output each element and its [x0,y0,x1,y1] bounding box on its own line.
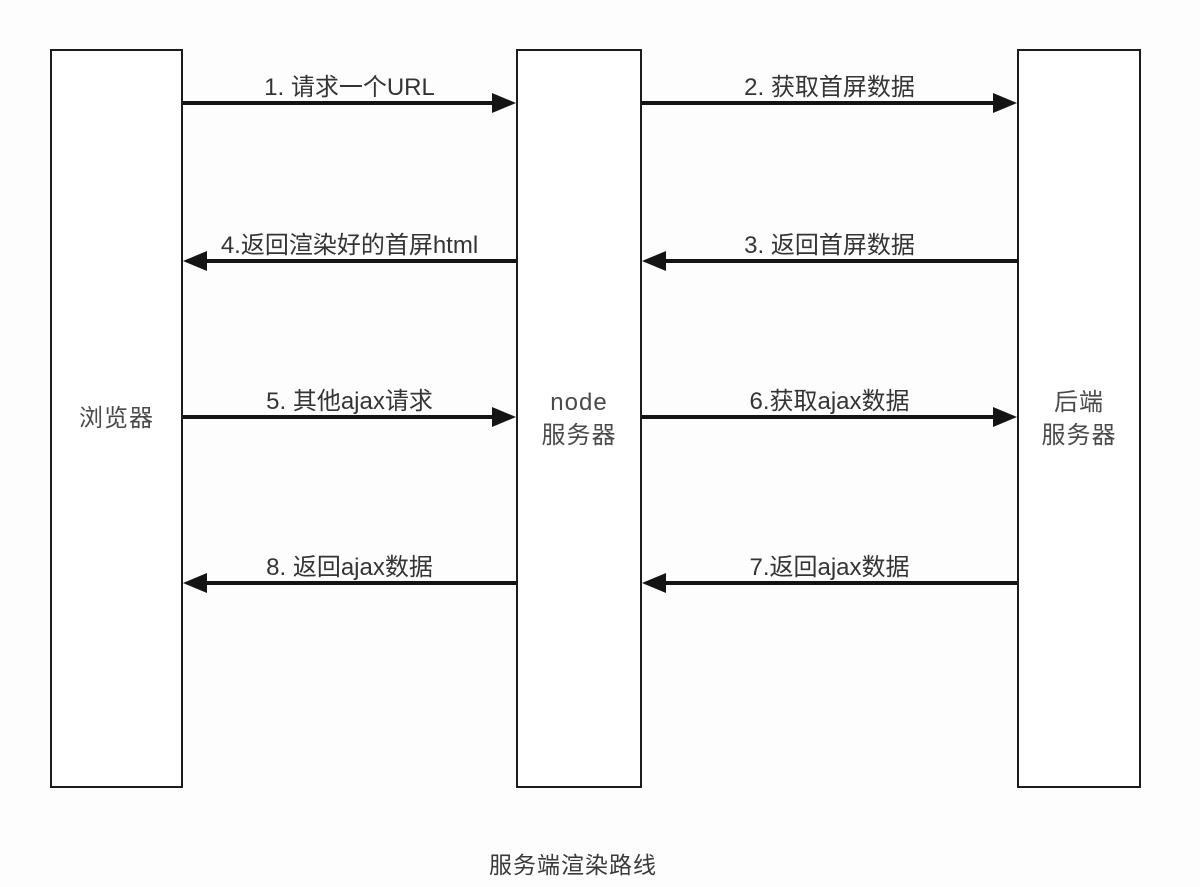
spellcheck-underline: 6. [749,388,770,419]
node-server-label: node 服务器 [542,386,617,452]
arrowhead-right-icon [492,407,516,427]
arrowhead-right-icon [492,93,516,113]
arrow-1-label: 1. 请求一个URL [264,74,435,101]
arrow-4-return-rendered-html: 4.返回渲染好的首屏html [183,211,516,273]
arrow-5-other-ajax-requests: 5. 其他ajax请求 [183,367,516,429]
arrow-8-shaft [201,581,516,585]
arrowhead-left-icon [642,251,666,271]
node-box-browser: 浏览器 [50,49,183,788]
arrow-2-shaft [642,101,999,105]
arrow-7-shaft [660,581,1017,585]
arrow-3-label: 3. 返回首屏数据 [744,232,915,259]
arrow-4-shaft [201,259,516,263]
arrow-4-label: 4.返回渲染好的首屏html [220,232,479,259]
backend-server-label-line1: 后端 [1054,388,1104,416]
arrow-2-fetch-first-screen-data: 2. 获取首屏数据 [642,53,1017,115]
arrow-6-fetch-ajax-data: 6.获取ajax数据 [642,367,1017,429]
arrow-7-return-ajax-data: 7.返回ajax数据 [642,533,1017,595]
node-box-backend-server: 后端 服务器 [1017,49,1141,788]
arrow-8-label: 8. 返回ajax数据 [266,554,433,581]
arrow-5-shaft [183,415,498,419]
node-server-label-line2: 服务器 [541,421,617,449]
diagram-caption: 服务端渲染路线 [489,852,657,878]
arrow-3-return-first-screen-data: 3. 返回首屏数据 [642,211,1017,273]
arrow-1-request-url: 1. 请求一个URL [183,53,516,115]
node-box-node-server: node 服务器 [516,49,642,788]
node-server-label-line1: node [550,388,608,416]
arrow-2-label: 2. 获取首屏数据 [744,74,915,101]
arrowhead-left-icon [183,573,207,593]
arrowhead-left-icon [642,573,666,593]
backend-server-label-line2: 服务器 [1041,421,1117,449]
arrowhead-right-icon [993,407,1017,427]
arrow-5-label: 5. 其他ajax请求 [266,388,433,415]
arrow-3-shaft [660,259,1017,263]
arrow-6-label-rest: 获取ajax数据 [769,388,910,415]
backend-server-label: 后端 服务器 [1042,386,1117,452]
arrow-7-label: 7.返回ajax数据 [749,554,910,581]
arrow-8-return-ajax-data: 8. 返回ajax数据 [183,533,516,595]
arrow-1-shaft [183,101,498,105]
browser-label: 浏览器 [79,405,154,432]
arrowhead-right-icon [993,93,1017,113]
arrow-6-label: 6.获取ajax数据 [642,381,1017,419]
arrow-6-shaft [642,415,999,419]
arrowhead-left-icon [183,251,207,271]
